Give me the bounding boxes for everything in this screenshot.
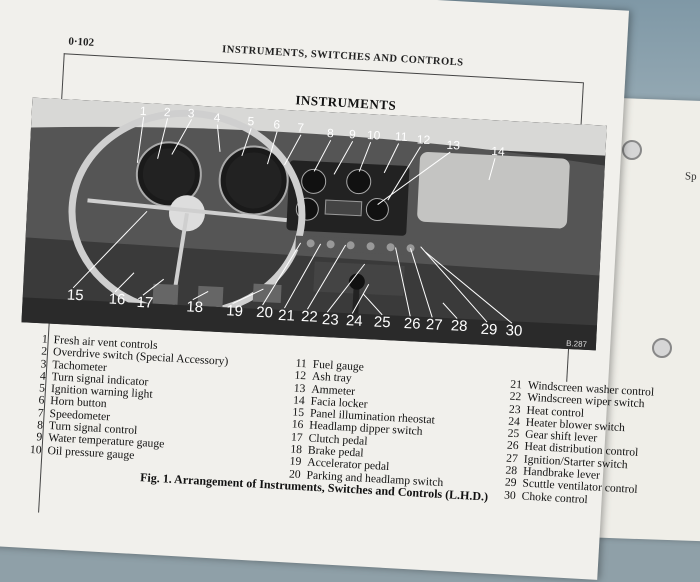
legend-number: 2 xyxy=(40,344,48,359)
legend-number: 30 xyxy=(503,488,517,502)
callout-number: 8 xyxy=(327,126,335,140)
callout-number: 25 xyxy=(373,314,390,332)
callout-number: 18 xyxy=(186,298,203,316)
callout-number: 15 xyxy=(66,286,83,304)
callout-number: 9 xyxy=(349,127,357,141)
callout-number: 28 xyxy=(450,317,467,335)
callout-number: 20 xyxy=(256,304,273,322)
callout-number: 14 xyxy=(491,144,505,159)
photo-code: B.287 xyxy=(566,339,588,349)
callout-number: 29 xyxy=(480,321,497,339)
callout-number: 6 xyxy=(273,117,281,131)
callout-number: 23 xyxy=(322,311,339,329)
binder-ring xyxy=(622,140,642,160)
callout-number: 17 xyxy=(136,294,153,312)
callout-number: 19 xyxy=(226,302,243,320)
callout-number: 27 xyxy=(425,316,442,334)
binder-ring xyxy=(652,338,672,358)
legend-number: 6 xyxy=(38,393,45,408)
callout-number: 7 xyxy=(297,121,305,135)
legend-number: 10 xyxy=(29,442,42,457)
callout-number: 26 xyxy=(403,315,420,333)
callout-number: 21 xyxy=(278,307,295,325)
callout-number: 24 xyxy=(346,312,363,330)
callout-number: 4 xyxy=(213,110,221,124)
callout-number: 16 xyxy=(108,291,125,309)
legend-label: Oil pressure gauge xyxy=(47,443,135,462)
right-page-text: Sp xyxy=(684,170,697,183)
callout-number: 2 xyxy=(164,105,172,119)
callout-number: 5 xyxy=(247,114,255,128)
callout-number: 1 xyxy=(140,104,148,118)
callout-number: 10 xyxy=(367,128,381,143)
callout-number: 30 xyxy=(505,322,522,340)
legend-label: Choke control xyxy=(521,489,589,506)
callout-number: 13 xyxy=(446,138,460,153)
callout-number: 12 xyxy=(417,132,431,147)
callout-number: 3 xyxy=(188,106,196,120)
callout-number: 11 xyxy=(395,129,408,144)
manual-page: 0·102 INSTRUMENTS, SWITCHES AND CONTROLS… xyxy=(0,0,654,580)
callout-number: 22 xyxy=(301,308,318,326)
page-number: 0·102 xyxy=(68,35,95,49)
